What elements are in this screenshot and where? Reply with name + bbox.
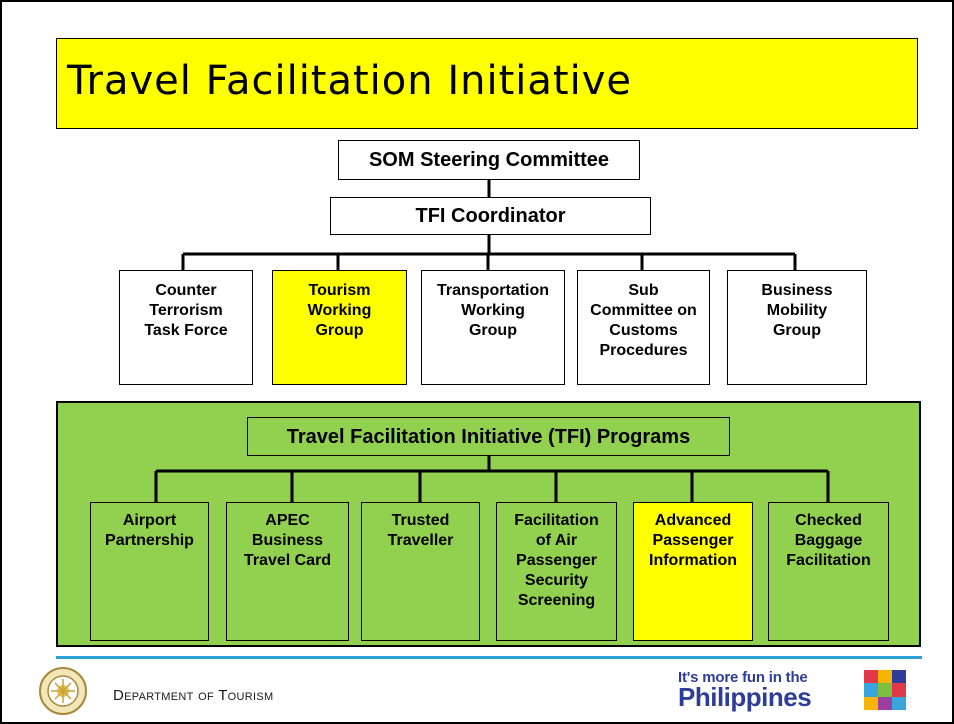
department-name: Department of Tourism: [113, 687, 274, 704]
group-counter-terrorism: Counter Terrorism Task Force: [119, 270, 253, 385]
group-customs-procedures: Sub Committee on Customs Procedures: [577, 270, 710, 385]
program-trusted-traveller: Trusted Traveller: [361, 502, 480, 641]
programs-title-box: Travel Facilitation Initiative (TFI) Pro…: [247, 417, 730, 456]
program-airport-partnership: Airport Partnership: [90, 502, 209, 641]
tfi-coordinator-box: TFI Coordinator: [330, 197, 651, 235]
program-advanced-passenger-information: Advanced Passenger Information: [633, 502, 753, 641]
department-seal-icon: [39, 667, 87, 715]
program-checked-baggage: Checked Baggage Facilitation: [768, 502, 889, 641]
program-air-passenger-screening: Facilitation of Air Passenger Security S…: [496, 502, 617, 641]
footer-rule: [56, 656, 922, 659]
group-business-mobility: Business Mobility Group: [727, 270, 867, 385]
mosaic-logo-icon: [864, 670, 906, 710]
group-tourism-working: Tourism Working Group: [272, 270, 407, 385]
logo-tagline: It's more fun in the: [678, 669, 808, 686]
title-bar: Travel Facilitation Initiative: [56, 38, 918, 129]
group-transportation-working: Transportation Working Group: [421, 270, 565, 385]
logo-wordmark: Philippines: [678, 682, 812, 712]
steering-committee-box: SOM Steering Committee: [338, 140, 640, 180]
slide-title: Travel Facilitation Initiative: [67, 58, 632, 104]
program-apec-business-travel-card: APEC Business Travel Card: [226, 502, 349, 641]
tourism-logo: It's more fun in the Philippines: [678, 668, 918, 712]
